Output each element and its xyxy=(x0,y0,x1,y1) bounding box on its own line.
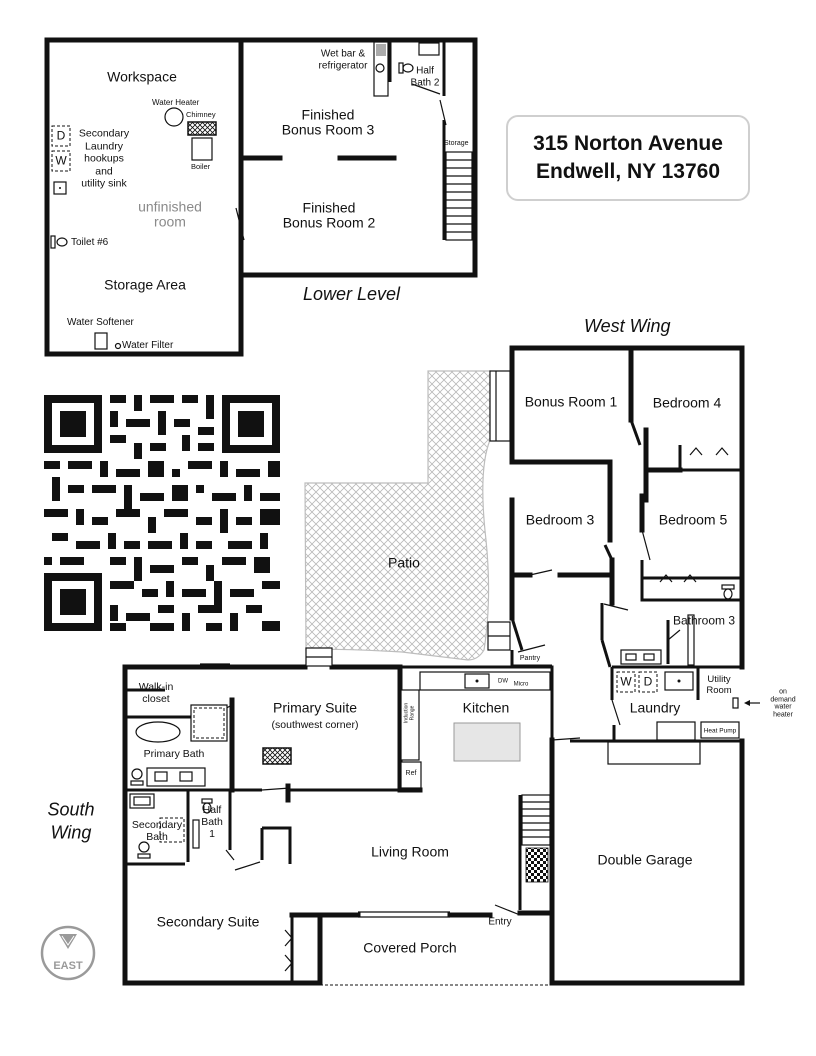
label-water-heater: Water Heater xyxy=(152,98,200,107)
patio-area xyxy=(304,370,491,661)
label-range: Induction Range xyxy=(403,702,416,724)
address-line1: 315 Norton Avenue xyxy=(533,131,723,155)
label-bonus-room3: Finished Bonus Room 3 xyxy=(281,106,375,138)
label-secondary-bath: Secondary Bath xyxy=(131,818,183,843)
label-chimney: Chimney xyxy=(186,110,216,119)
label-micro: Micro xyxy=(513,681,529,688)
label-kitchen: Kitchen xyxy=(462,699,510,716)
label-bonus-room2: Finished Bonus Room 2 xyxy=(282,199,376,231)
west-wing-heading: West Wing xyxy=(584,316,671,336)
compass-label: EAST xyxy=(53,959,83,972)
label-covered-porch: Covered Porch xyxy=(363,939,457,956)
label-boiler: Boiler xyxy=(191,162,211,171)
compass-icon xyxy=(40,925,96,981)
label-laundry-dryer: D xyxy=(643,674,653,689)
label-primary-bath: Primary Bath xyxy=(143,747,205,760)
label-bedroom4: Bedroom 4 xyxy=(652,394,722,411)
label-utility-room: Utility Room xyxy=(706,674,732,696)
label-on-demand-heater: on demand water heater xyxy=(770,688,796,719)
label-washer-lower: W xyxy=(55,153,67,168)
address-card: 315 Norton Avenue Endwell, NY 13760 xyxy=(506,115,750,201)
label-primary-suite: Primary Suite xyxy=(272,699,358,716)
label-secondary-suite: Secondary Suite xyxy=(156,913,260,930)
label-double-garage: Double Garage xyxy=(597,851,693,868)
label-bathroom3: Bathroom 3 xyxy=(672,613,736,628)
label-secondary-laundry: Secondary Laundry hookups and utility si… xyxy=(78,127,130,190)
lower-level-plan xyxy=(44,37,478,357)
lower-level-heading: Lower Level xyxy=(303,284,401,304)
label-dw: DW xyxy=(498,678,508,685)
label-bonus-room1: Bonus Room 1 xyxy=(524,393,618,410)
label-water-filter: Water Filter xyxy=(122,340,174,351)
label-storage: Storage xyxy=(444,140,469,147)
label-storage-area: Storage Area xyxy=(104,276,186,293)
label-ref: Ref xyxy=(405,770,417,778)
main-level-plan xyxy=(122,647,745,986)
west-wing-plan xyxy=(487,345,745,670)
label-entry: Entry xyxy=(488,916,512,928)
label-half-bath2: Half Bath 2 xyxy=(410,65,440,89)
label-water-softener: Water Softener xyxy=(67,317,134,328)
label-unfinished: unfinished room xyxy=(138,198,202,230)
label-bedroom3: Bedroom 3 xyxy=(525,511,595,528)
label-patio: Patio xyxy=(388,554,420,571)
stairs-lower xyxy=(445,151,473,241)
stairs-main xyxy=(518,794,551,910)
label-dryer-lower: D xyxy=(56,128,66,143)
label-bedroom5: Bedroom 5 xyxy=(658,511,728,528)
label-toilet6: Toilet #6 xyxy=(71,237,109,248)
address-line2: Endwell, NY 13760 xyxy=(535,160,721,183)
qr-code xyxy=(44,395,280,631)
label-laundry-washer: W xyxy=(620,674,632,689)
label-laundry: Laundry xyxy=(629,699,681,716)
label-workspace: Workspace xyxy=(107,68,177,85)
label-wet-bar: Wet bar & refrigerator xyxy=(318,48,368,72)
label-living-room: Living Room xyxy=(371,843,449,860)
label-primary-suite-note: (southwest corner) xyxy=(271,718,359,731)
label-walkin-closet: Walk-in closet xyxy=(138,680,174,705)
label-half-bath1: Half Bath 1 xyxy=(201,803,223,841)
label-heat-pump: Heat Pump xyxy=(703,727,737,735)
south-wing-heading: South Wing xyxy=(47,799,95,843)
label-pantry: Pantry xyxy=(519,655,541,663)
